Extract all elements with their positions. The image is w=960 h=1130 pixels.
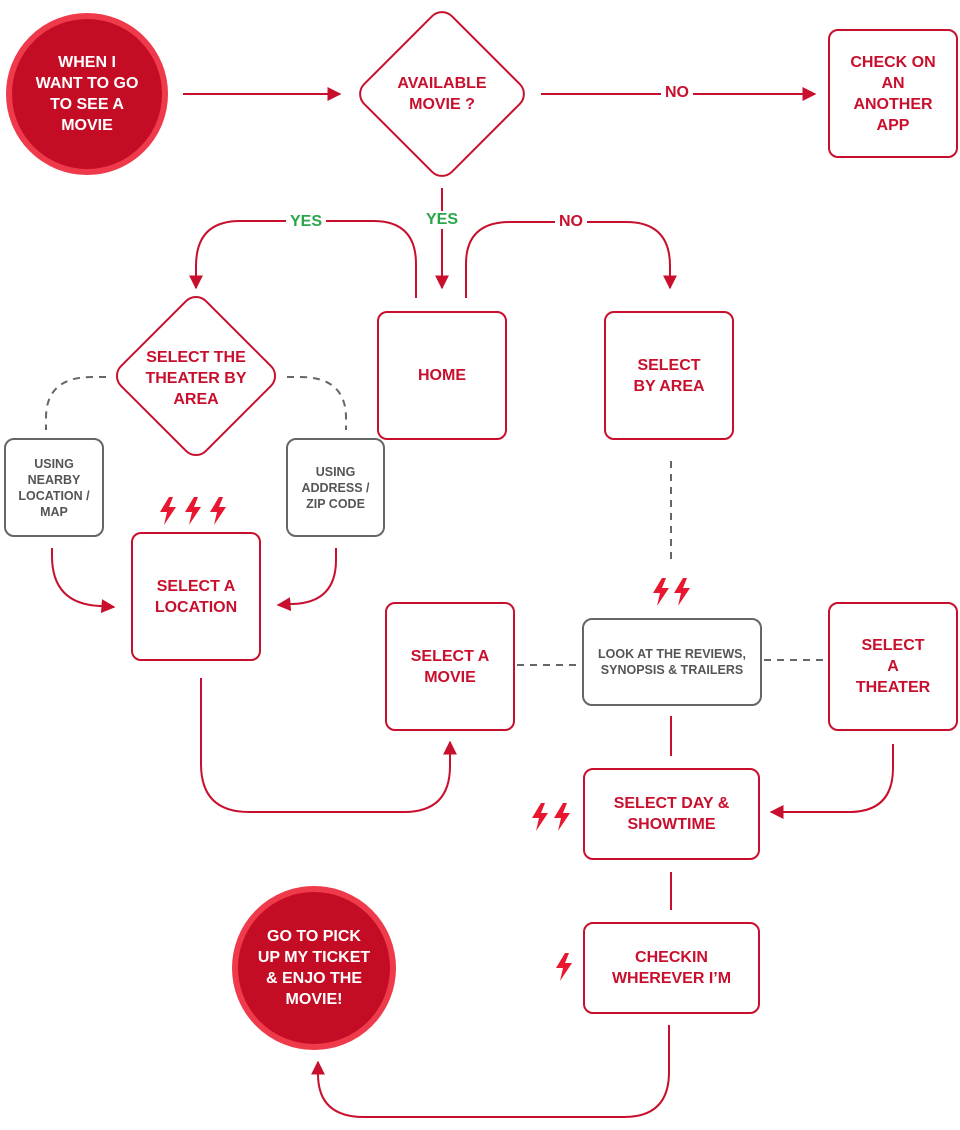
edge-location-to-movie [200, 678, 457, 813]
edge-theater-to-day [769, 744, 894, 819]
using-address-box: USING ADDRESS / ZIP CODE [286, 438, 385, 537]
edge-nearby-to-location [51, 548, 116, 614]
lightning-icon [210, 497, 226, 525]
lightning-icon-group-day [532, 803, 570, 831]
available-movie-diamond [359, 11, 525, 177]
select-theater-box: SELECT A THEATER [828, 602, 958, 731]
edge-home-to-theater-by-area [189, 220, 417, 298]
available-movie-label: AVAILABLE MOVIE ? [397, 75, 487, 113]
select-theater-by-area-diamond [115, 295, 277, 457]
lightning-icon [653, 578, 669, 606]
lightning-icon-group-reviews [653, 578, 690, 606]
lightning-icon [160, 497, 176, 525]
check-other-app-box: CHECK ON AN ANOTHER APP [828, 29, 958, 158]
select-by-area-box: SELECT BY AREA [604, 311, 734, 440]
home-box: HOME [377, 311, 507, 440]
lightning-icon [674, 578, 690, 606]
look-reviews-box: LOOK AT THE REVIEWS, SYNOPSIS & TRAILERS [582, 618, 762, 706]
lightning-icon [185, 497, 201, 525]
edge-address-to-location [276, 548, 337, 612]
lightning-icon-group-location [160, 497, 226, 525]
select-theater-by-area-label: SELECT THE THEATER BY AREA [145, 348, 247, 408]
edge-label-no-top: NO [661, 84, 693, 102]
select-movie-box: SELECT A MOVIE [385, 602, 515, 731]
select-location-box: SELECT A LOCATION [131, 532, 261, 661]
edge-home-to-select-by-area [465, 221, 677, 298]
using-nearby-box: USING NEARBY LOCATION / MAP [4, 438, 104, 537]
edge-label-no-right: NO [555, 213, 587, 231]
start-node: WHEN I WANT TO GO TO SEE A MOVIE [6, 13, 168, 175]
lightning-icon [554, 803, 570, 831]
lightning-icon-group-checkin [556, 953, 572, 981]
end-node: GO TO PICK UP MY TICKET & ENJO THE MOVIE… [232, 886, 396, 1050]
checkin-box: CHECKIN WHEREVER I’M [583, 922, 760, 1014]
edge-label-yes-left: YES [285, 213, 327, 231]
edge-label-yes-down: YES [421, 211, 463, 229]
dashed-diamond-to-address [287, 376, 347, 430]
edge-checkin-to-end [311, 1025, 670, 1118]
lightning-icon [556, 953, 572, 981]
select-day-box: SELECT DAY & SHOWTIME [583, 768, 760, 860]
lightning-icon [532, 803, 548, 831]
dashed-diamond-to-nearby [45, 376, 106, 430]
